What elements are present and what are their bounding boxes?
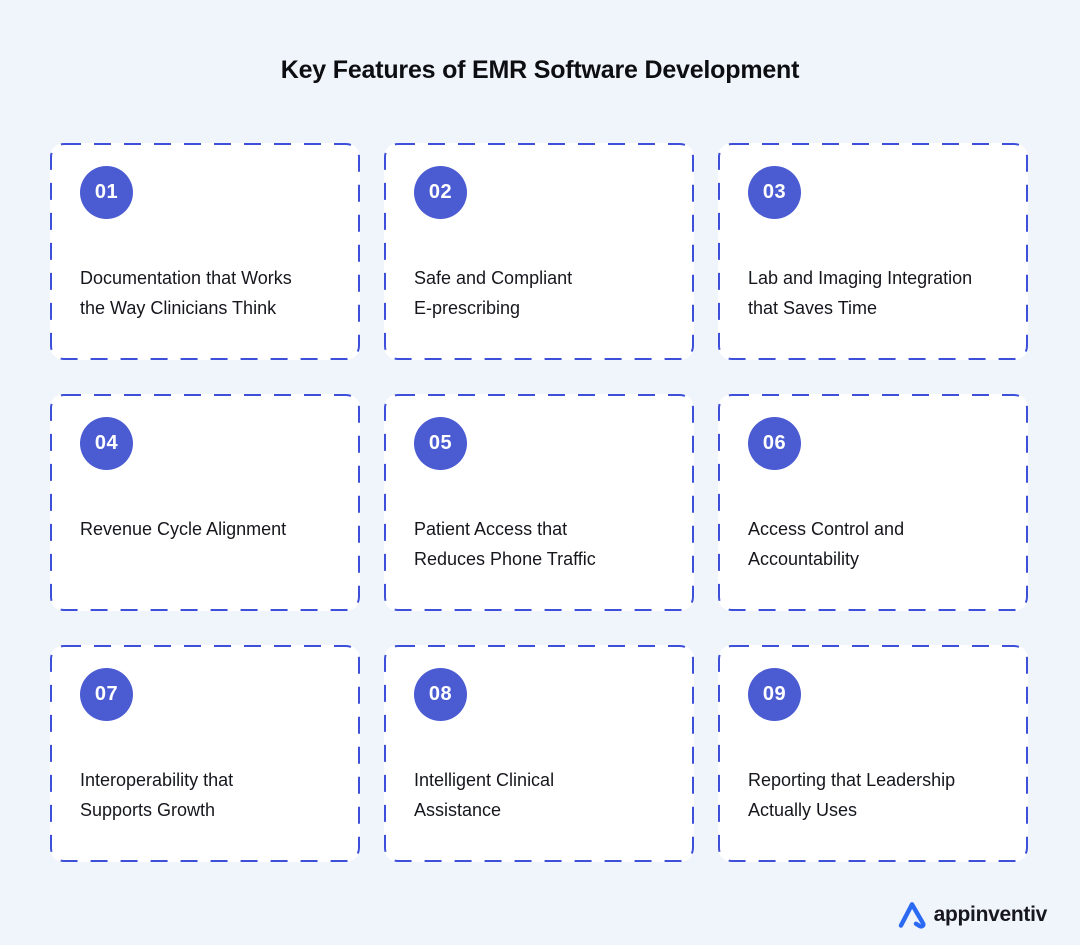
feature-title-line: Interoperability that	[80, 770, 234, 790]
feature-card-05: 05 Patient Access that Reduces Phone Tra…	[384, 394, 694, 611]
feature-title-line: E-prescribing	[414, 298, 521, 318]
feature-card-02: 02 Safe and Compliant E-prescribing	[384, 143, 694, 360]
feature-title-line: Safe and Compliant	[414, 268, 573, 288]
feature-title: Lab and Imaging Integration that Saves T…	[748, 263, 1006, 323]
appinventiv-a-icon	[898, 902, 926, 929]
feature-card-04: 04 Revenue Cycle Alignment	[50, 394, 360, 611]
feature-grid: 01 Documentation that Works the Way Clin…	[50, 143, 1028, 862]
number-badge: 03	[748, 166, 801, 219]
feature-title-line: Actually Uses	[748, 800, 858, 820]
feature-card-09: 09 Reporting that Leadership Actually Us…	[718, 645, 1028, 862]
feature-card-01: 01 Documentation that Works the Way Clin…	[50, 143, 360, 360]
feature-title-line: Supports Growth	[80, 800, 216, 820]
appinventiv-logo: appinventiv	[897, 900, 1047, 929]
feature-title: Safe and Compliant E-prescribing	[414, 263, 672, 323]
feature-title-line: Documentation that Works	[80, 268, 292, 288]
feature-title: Intelligent Clinical Assistance	[414, 765, 672, 825]
number-badge: 09	[748, 668, 801, 721]
number-badge: 04	[80, 417, 133, 470]
number-badge: 02	[414, 166, 467, 219]
feature-card-06: 06 Access Control and Accountability	[718, 394, 1028, 611]
feature-title: Reporting that Leadership Actually Uses	[748, 765, 1006, 825]
feature-title: Revenue Cycle Alignment	[80, 514, 338, 544]
feature-title-line: Patient Access that	[414, 519, 568, 539]
feature-title: Access Control and Accountability	[748, 514, 1006, 574]
feature-title-line: Reporting that Leadership	[748, 770, 956, 790]
number-badge: 01	[80, 166, 133, 219]
number-badge: 06	[748, 417, 801, 470]
number-badge: 05	[414, 417, 467, 470]
feature-title-line: that Saves Time	[748, 298, 878, 318]
feature-title: Documentation that Works the Way Clinici…	[80, 263, 338, 323]
number-badge: 08	[414, 668, 467, 721]
feature-title: Interoperability that Supports Growth	[80, 765, 338, 825]
page-title: Key Features of EMR Software Development	[280, 56, 800, 84]
feature-title-line: Access Control and	[748, 519, 905, 539]
feature-title-line: Lab and Imaging Integration	[748, 268, 973, 288]
feature-title-line: Accountability	[748, 549, 860, 569]
appinventiv-logo-text: appinventiv	[933, 902, 1048, 926]
feature-title-line: Revenue Cycle Alignment	[80, 519, 287, 539]
feature-card-08: 08 Intelligent Clinical Assistance	[384, 645, 694, 862]
number-badge: 07	[80, 668, 133, 721]
feature-title-line: Assistance	[414, 800, 502, 820]
feature-title-line: the Way Clinicians Think	[80, 298, 277, 318]
feature-card-03: 03 Lab and Imaging Integration that Save…	[718, 143, 1028, 360]
feature-title: Patient Access that Reduces Phone Traffi…	[414, 514, 672, 574]
feature-title-line: Reduces Phone Traffic	[414, 549, 596, 569]
feature-title-line: Intelligent Clinical	[414, 770, 555, 790]
feature-card-07: 07 Interoperability that Supports Growth	[50, 645, 360, 862]
